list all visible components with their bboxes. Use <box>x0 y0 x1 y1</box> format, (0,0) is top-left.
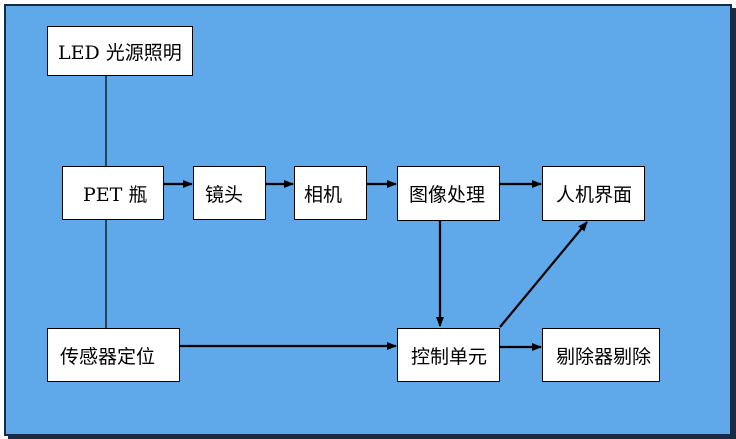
node-control-unit: 控制单元 <box>397 328 500 382</box>
node-image-processing: 图像处理 <box>397 166 500 221</box>
node-camera: 相机 <box>294 166 367 220</box>
node-lens: 镜头 <box>193 166 266 220</box>
node-led-lighting: LED 光源照明 <box>47 26 193 76</box>
arrow-control-to-hmi <box>499 221 588 328</box>
node-sensor-positioning: 传感器定位 <box>47 328 180 382</box>
node-rejector: 剔除器剔除 <box>542 328 660 382</box>
node-pet-bottle: PET 瓶 <box>62 166 164 220</box>
node-hmi: 人机界面 <box>542 166 645 221</box>
